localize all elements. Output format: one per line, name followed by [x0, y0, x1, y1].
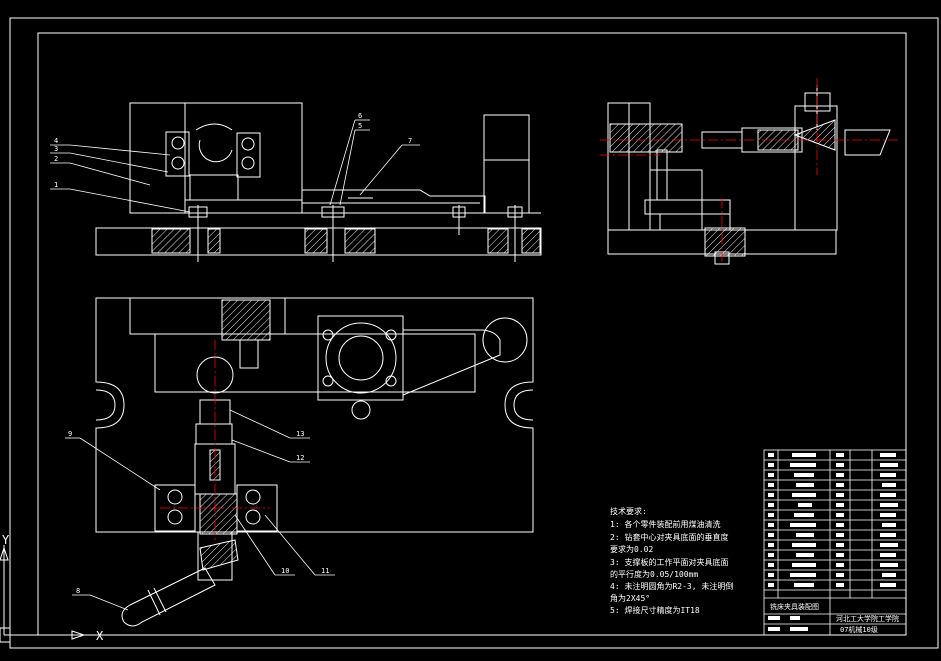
- title-block: [763, 449, 907, 636]
- part-label-5: 5: [358, 122, 362, 130]
- part-label-2: 2: [54, 155, 58, 163]
- note-line-3: 要求为0.02: [610, 544, 653, 554]
- note-line-8: 5: 焊接尺寸精度为IT18: [610, 605, 700, 615]
- outer-frame: [9, 17, 939, 649]
- part-label-6: 6: [358, 112, 362, 120]
- part-label-4: 4: [54, 137, 58, 145]
- technical-notes: 技术要求: 1: 各个零件装配前用煤油清洗 2: 钻套中心对夹具底面的垂直度 要…: [610, 506, 733, 615]
- side-centerlines: [600, 78, 900, 262]
- ucs-axis-icon: [0, 545, 86, 643]
- part-label-11: 11: [321, 567, 329, 575]
- note-line-5: 的平行度为0.05/100mm: [610, 569, 698, 579]
- part-label-3: 3: [54, 145, 58, 153]
- school-name: 河北工大学院工学院: [836, 614, 899, 623]
- note-line-4: 3: 支撑板的工作平面对夹具底面: [610, 557, 728, 567]
- top-leaders: [65, 409, 335, 611]
- part-label-10: 10: [281, 567, 289, 575]
- part-label-9: 9: [68, 430, 72, 438]
- note-line-7: 角为2X45°: [610, 593, 650, 603]
- class-name: 07机械10级: [840, 625, 878, 634]
- note-line-1: 1: 各个零件装配前用煤油清洗: [610, 519, 720, 529]
- y-axis-label: Y: [2, 533, 10, 547]
- part-label-8: 8: [76, 587, 80, 595]
- side-view: [607, 85, 891, 265]
- part-label-7: 7: [408, 137, 412, 145]
- part-label-12: 12: [296, 454, 304, 462]
- top-view: [95, 297, 534, 627]
- note-line-2: 2: 钻套中心对夹具底面的垂直度: [610, 532, 728, 542]
- part-label-1: 1: [54, 181, 58, 189]
- note-line-6: 4: 未注明圆角为R2-3, 未注明倒: [610, 581, 733, 591]
- inner-frame: [37, 32, 907, 636]
- front-view: [95, 102, 542, 262]
- part-number-labels: 4 3 2 1 6 5 7 9 13 12 10 11 8: [54, 112, 412, 595]
- top-centerlines: [160, 340, 270, 540]
- parts-list-cells: [768, 453, 898, 631]
- front-leaders: [50, 119, 420, 213]
- x-axis-label: X: [96, 629, 104, 643]
- notes-heading: 技术要求:: [610, 506, 647, 516]
- drawing-title: 铣床夹具装配图: [770, 602, 819, 611]
- part-label-13: 13: [296, 430, 304, 438]
